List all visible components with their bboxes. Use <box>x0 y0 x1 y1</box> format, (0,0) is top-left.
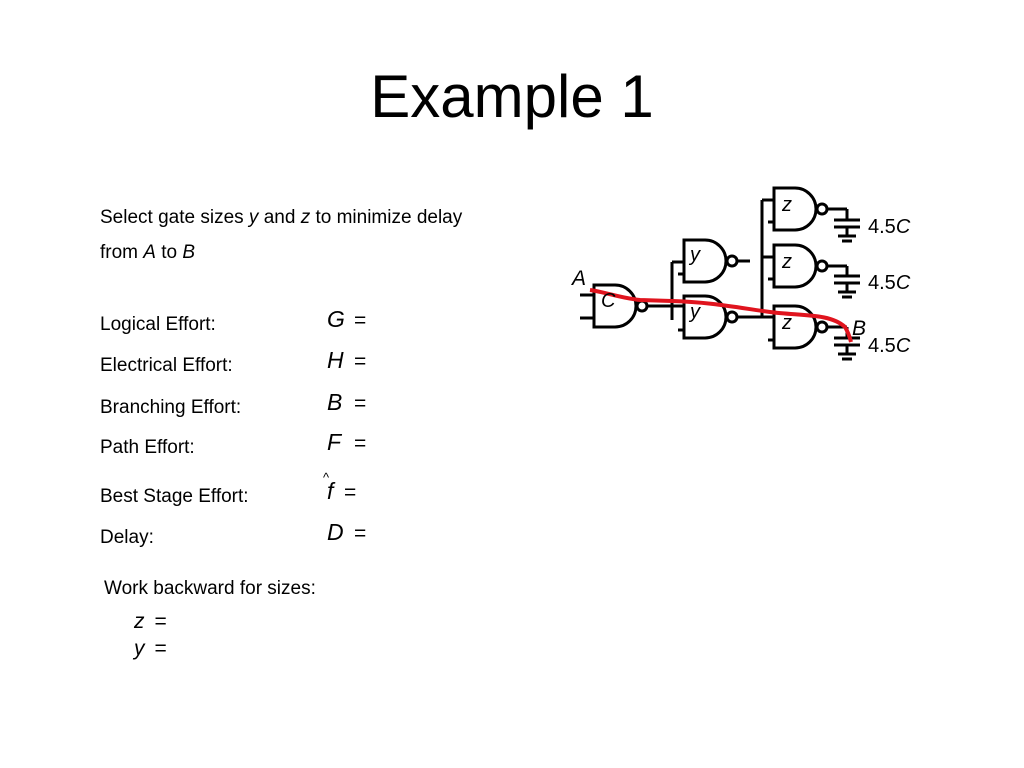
best-stage-effort-symbol: ^f <box>323 470 334 504</box>
gate-z3-label: z <box>781 312 792 334</box>
electrical-effort-label: Electrical Effort: <box>100 355 233 376</box>
gate-z1-label: z <box>781 194 792 216</box>
critical-path <box>589 288 853 343</box>
slide-title: Example 1 <box>370 63 654 130</box>
inverter-bubble-y1 <box>725 254 739 268</box>
best-stage-effort-label: Best Stage Effort: <box>100 486 249 507</box>
electrical-effort-symbol: H <box>327 347 344 373</box>
problem-statement: Select gate sizes y and z to minimize de… <box>100 200 560 270</box>
nand-gate-z1 <box>772 186 818 232</box>
delay-equals: = <box>354 522 367 545</box>
work-backward-label: Work backward for sizes: <box>104 578 316 599</box>
delay-label: Delay: <box>100 527 154 548</box>
load-label-2: 4.5C <box>868 272 911 294</box>
circuit-diagram: A B C y y z z z 4.5C 4.5C 4.5C <box>570 186 911 361</box>
input-label: A <box>570 267 586 290</box>
inverter-bubble-y2 <box>725 310 739 324</box>
load-label-3: 4.5C <box>868 335 911 357</box>
inverter-bubble-c <box>635 299 649 313</box>
gate-y2-label: y <box>688 301 701 323</box>
gate-y1-label: y <box>688 244 701 266</box>
logical-effort-label: Logical Effort: <box>100 314 216 335</box>
load-label-1: 4.5C <box>868 216 911 238</box>
branching-effort-label: Branching Effort: <box>100 397 242 418</box>
electrical-effort-equals: = <box>354 350 367 373</box>
problem-line-2: from A to B <box>100 242 196 263</box>
nand-gate-z2 <box>772 243 818 289</box>
best-stage-effort-equals: = <box>344 481 357 504</box>
y-size-line: y= <box>134 637 167 660</box>
path-effort-label: Path Effort: <box>100 437 195 458</box>
output-label: B <box>852 317 866 340</box>
load-capacitors <box>834 218 860 361</box>
branching-effort-equals: = <box>354 392 367 415</box>
path-effort-equals: = <box>354 432 367 455</box>
logical-effort-equals: = <box>354 309 367 332</box>
problem-line-1: Select gate sizes y and z to minimize de… <box>100 207 463 228</box>
branching-effort-symbol: B <box>327 389 343 415</box>
path-effort-symbol: F <box>327 429 342 455</box>
logical-effort-symbol: G <box>327 306 345 332</box>
z-size-line: z= <box>134 610 167 633</box>
hat-mark: ^ <box>323 470 330 485</box>
gate-c-label: C <box>601 290 616 312</box>
gate-z2-label: z <box>781 251 792 273</box>
delay-symbol: D <box>327 519 344 545</box>
